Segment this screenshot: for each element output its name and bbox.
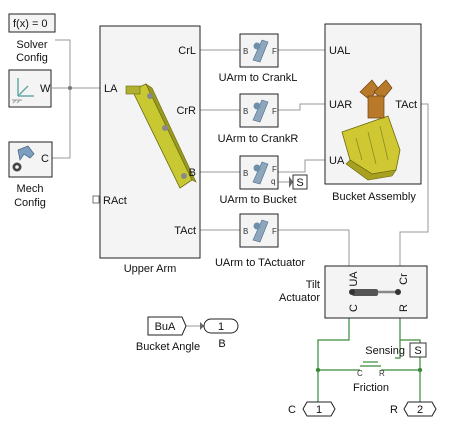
transform-tactuator-base: B xyxy=(243,227,248,236)
world-port-w: W xyxy=(40,83,51,95)
bucket-assembly-title: Bucket Assembly xyxy=(332,191,416,203)
solver-equation: f(x) = 0 xyxy=(13,18,48,30)
bucket-angle-group[interactable]: BuA 1 B Bucket Angle xyxy=(136,316,239,353)
revolute-joint-icon xyxy=(252,161,269,185)
rigid-transform-icon xyxy=(252,219,269,243)
friction-port-c: C xyxy=(357,369,363,378)
connection-port-c-name: C xyxy=(288,404,296,416)
transform-crankl-label: UArm to CrankL xyxy=(219,72,298,84)
solver-config-block[interactable]: f(x) = 0 Solver Config xyxy=(8,13,56,64)
transform-bucket-base: B xyxy=(243,169,248,178)
tilt-port-ua: UA xyxy=(348,271,360,287)
friction-block[interactable]: C R Friction xyxy=(353,361,389,394)
connection-port-r-number: 2 xyxy=(417,404,423,416)
mech-label-line2: Config xyxy=(14,197,46,209)
tilt-actuator-block[interactable]: UA Cr C R Tilt Actuator xyxy=(279,265,428,319)
upper-arm-port-b: B xyxy=(189,167,196,179)
transform-crankr-follower: F xyxy=(272,107,277,116)
tilt-label-line1: Tilt xyxy=(306,279,320,291)
solver-label-line2: Config xyxy=(16,52,48,64)
bucket-angle-source-label: BuA xyxy=(155,321,176,333)
mech-config-block[interactable]: C Mech Config xyxy=(8,141,53,209)
upper-arm-port-tact: TAct xyxy=(174,225,196,237)
solver-label-line1: Solver xyxy=(16,39,48,51)
arrow-icon xyxy=(200,322,204,330)
bucket-port-ual: UAL xyxy=(329,45,350,57)
transform-block-crankl[interactable]: B F UArm to CrankL xyxy=(219,33,298,84)
sensor-terminator[interactable]: S xyxy=(289,174,308,190)
bucket-angle-source[interactable] xyxy=(147,316,187,336)
world-frame-icon xyxy=(12,78,34,104)
bucket-port-ua: UA xyxy=(329,155,345,167)
transform-crankl-base: B xyxy=(243,47,248,56)
sensor-terminator-label: S xyxy=(296,177,303,189)
friction-port-r: R xyxy=(379,369,385,378)
upper-arm-title: Upper Arm xyxy=(124,263,177,275)
rigid-transform-icon xyxy=(252,39,269,63)
bucket-port-tact: TAct xyxy=(395,99,417,111)
mech-label-line1: Mech xyxy=(17,183,44,195)
outport-name: B xyxy=(218,338,225,350)
friction-label: Friction xyxy=(353,382,389,394)
outport-number: 1 xyxy=(218,321,224,333)
transform-crankr-label: UArm to CrankR xyxy=(218,133,299,145)
tilt-port-r: R xyxy=(398,304,410,312)
hydraulic-cylinder-icon xyxy=(349,289,401,296)
transform-tactuator-follower: F xyxy=(272,227,277,236)
connection-port-r-name: R xyxy=(390,404,398,416)
arrow-icon xyxy=(289,176,293,188)
rigid-transform-icon xyxy=(252,99,269,123)
upper-arm-port-crr: CrR xyxy=(176,105,196,117)
bucket-icon xyxy=(341,79,401,181)
upper-arm-icon xyxy=(125,83,197,189)
transform-tactuator-label: UArm to TActuator xyxy=(215,257,305,269)
sensing-label: Sensing xyxy=(365,345,405,357)
outport-b[interactable] xyxy=(203,318,239,334)
connection-port-c-number: 1 xyxy=(316,404,322,416)
tilt-label-line2: Actuator xyxy=(279,292,320,304)
ract-port-icon xyxy=(92,195,100,204)
upper-arm-port-ract: RAct xyxy=(103,195,127,207)
transform-bucket-follower: F xyxy=(272,165,277,174)
connection-lines xyxy=(52,39,429,410)
transform-block-crankr[interactable]: B F UArm to CrankR xyxy=(218,93,299,145)
friction-icon xyxy=(360,361,381,367)
bucket-port-uar: UAR xyxy=(329,99,352,111)
sensing-block[interactable]: S Sensing xyxy=(365,342,427,358)
connection-port-r[interactable]: 2 R xyxy=(390,401,437,417)
transform-block-tactuator[interactable]: B F UArm to TActuator xyxy=(215,213,305,269)
mech-port-c: C xyxy=(41,153,49,165)
upper-arm-block[interactable]: LA RAct CrL CrR B TAct Upper Arm xyxy=(92,25,201,275)
bucket-angle-label: Bucket Angle xyxy=(136,341,200,353)
tilt-port-c: C xyxy=(348,304,360,312)
transform-block-bucket[interactable]: B F q UArm to Bucket xyxy=(219,155,297,206)
transform-bucket-q-port: q xyxy=(271,177,275,186)
bucket-assembly-block[interactable]: UAL UAR UA TAct Bucket Assembly xyxy=(324,23,422,203)
world-frame-block[interactable]: W xyxy=(8,69,52,108)
upper-arm-port-la: LA xyxy=(104,83,118,95)
sensing-port: S xyxy=(414,345,421,357)
tilt-port-cr: Cr xyxy=(398,273,410,285)
transform-crankl-follower: F xyxy=(272,47,277,56)
mech-config-icon xyxy=(12,145,35,172)
transform-crankr-base: B xyxy=(243,107,248,116)
upper-arm-port-crl: CrL xyxy=(178,45,196,57)
transform-bucket-label: UArm to Bucket xyxy=(219,194,296,206)
connection-port-c[interactable]: 1 C xyxy=(288,401,336,417)
